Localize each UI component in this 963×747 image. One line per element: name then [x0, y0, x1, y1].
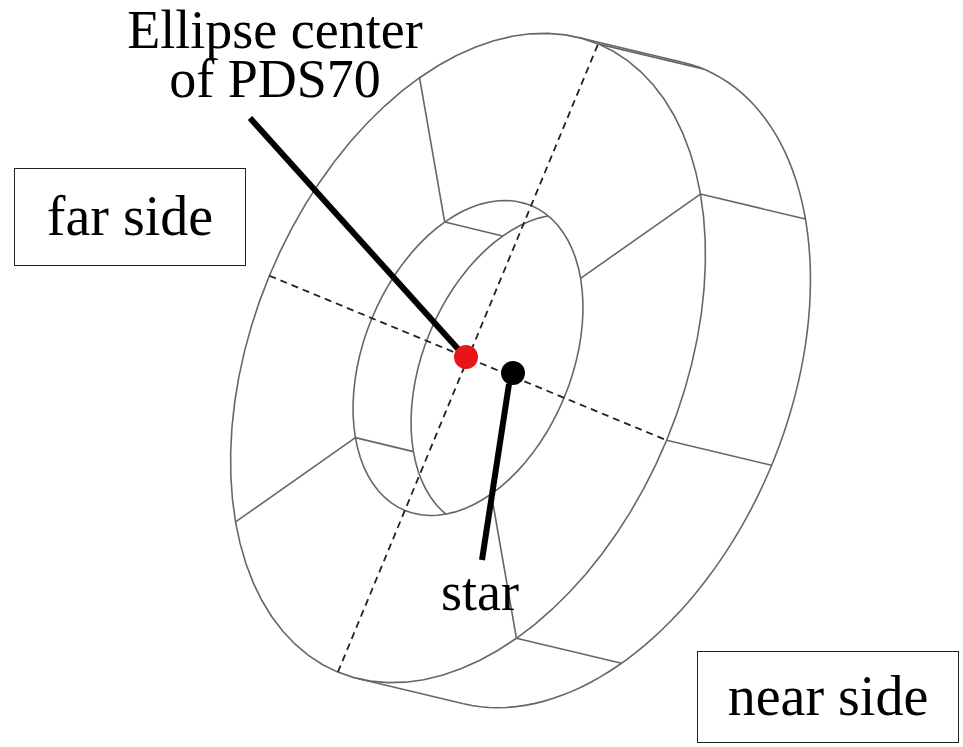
leader-line [250, 118, 459, 350]
leader-line [482, 384, 509, 560]
side-label-box: near side [697, 651, 959, 743]
inner-seam [491, 494, 549, 508]
box-text: far side [47, 186, 213, 248]
dashed-axis [338, 44, 598, 672]
callout-label: star [420, 568, 540, 617]
inner-edge [415, 514, 473, 528]
inner-seam [355, 438, 413, 452]
callout-label: Ellipse center of PDS70 [110, 6, 440, 103]
radial-seam [581, 194, 701, 278]
box-text: near side [728, 666, 929, 728]
side-edge [359, 679, 464, 704]
radial-seam [491, 494, 516, 638]
inner-seam [581, 278, 639, 292]
side-label-box: far side [14, 168, 246, 266]
side-seam [516, 638, 621, 663]
inner-back-rim [411, 214, 641, 529]
ellipse-center-dot [454, 345, 478, 369]
inner-edge [521, 202, 579, 216]
radial-seam [420, 78, 445, 222]
side-seam [700, 194, 805, 219]
front-rim [231, 33, 706, 682]
star-dot [501, 361, 525, 385]
inner-rim [353, 200, 583, 515]
inner-seam [445, 222, 503, 236]
side-seam [667, 440, 772, 465]
radial-seam [236, 438, 356, 522]
inner-wall [355, 202, 641, 529]
dashed-axis [269, 276, 666, 441]
